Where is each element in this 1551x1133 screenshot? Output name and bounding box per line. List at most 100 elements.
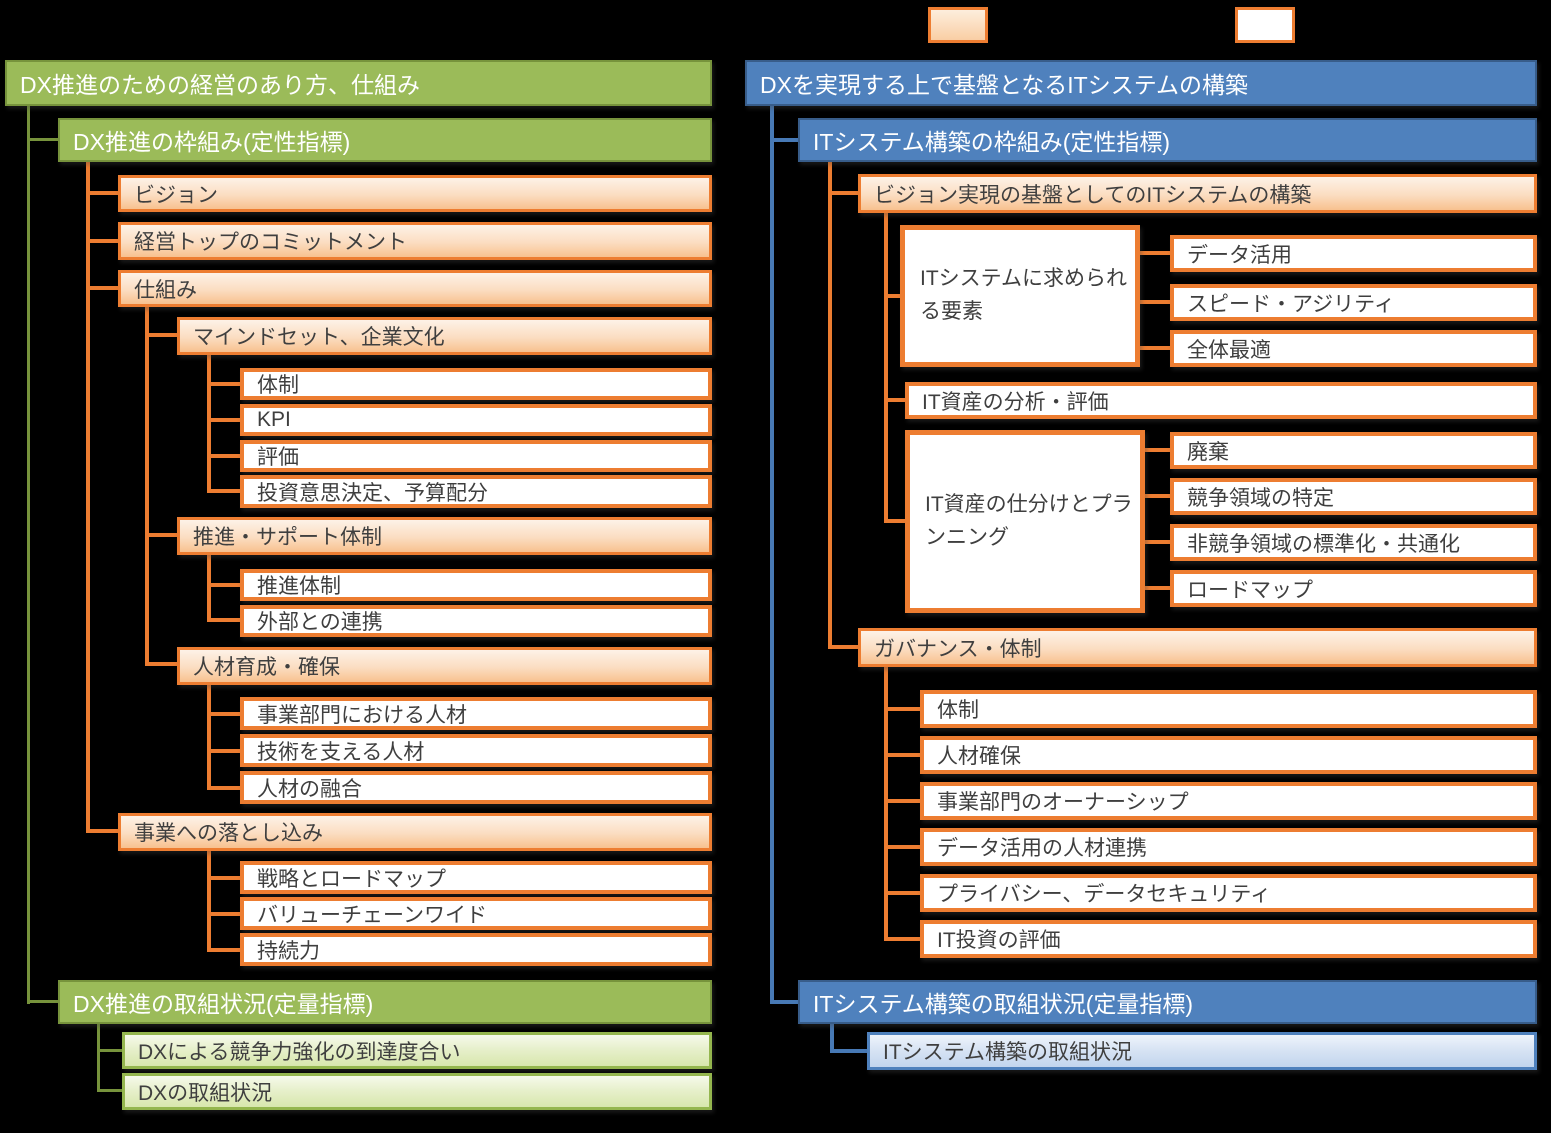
tree-node: ロードマップ	[1170, 570, 1537, 607]
connector-line	[1145, 494, 1170, 498]
left-tree-title: DX推進のための経営のあり方、仕組み	[5, 60, 712, 106]
connector-line	[86, 286, 118, 290]
tree-node: データ活用	[1170, 235, 1537, 272]
connector-line	[770, 106, 774, 1004]
connector-line	[207, 618, 240, 622]
tree-node: IT資産の分析・評価	[905, 382, 1537, 419]
connector-line	[86, 162, 90, 833]
tree-node: KPI	[240, 404, 712, 436]
tree-node: プライバシー、データセキュリティ	[920, 874, 1537, 912]
right-qualitative-header: ITシステム構築の枠組み(定性指標)	[798, 118, 1537, 162]
tree-node: DXによる競争力強化の到達度合い	[122, 1032, 712, 1069]
connector-line	[884, 891, 920, 895]
connector-line	[884, 213, 888, 522]
tree-node: ITシステム構築の取組状況	[867, 1032, 1537, 1070]
connector-line	[207, 555, 211, 620]
tree-node: 仕組み	[118, 270, 712, 307]
connector-line	[145, 662, 177, 666]
connector-line	[97, 1024, 100, 1092]
connector-line	[770, 138, 798, 142]
connector-line	[828, 191, 858, 195]
connector-line	[884, 799, 920, 803]
tree-node: 推進体制	[240, 569, 712, 601]
connector-line	[884, 667, 888, 940]
tree-node: 人材の融合	[240, 771, 712, 804]
connector-line	[207, 851, 211, 949]
connector-line	[97, 1049, 122, 1052]
connector-line	[1140, 251, 1170, 255]
connector-line	[86, 829, 118, 833]
tree-node: 事業部門のオーナーシップ	[920, 782, 1537, 820]
tree-node: 事業部門における人材	[240, 697, 712, 730]
tree-node: 体制	[240, 368, 712, 400]
connector-line	[27, 138, 58, 141]
tree-node: 廃棄	[1170, 432, 1537, 469]
tree-node: 事業への落とし込み	[118, 813, 712, 851]
connector-line	[207, 876, 240, 880]
tree-node: 投資意思決定、予算配分	[240, 475, 712, 508]
connector-line	[1140, 300, 1170, 304]
tree-node: 推進・サポート体制	[177, 517, 712, 555]
connector-line	[884, 937, 920, 941]
tree-node: IT投資の評価	[920, 920, 1537, 958]
connector-line	[884, 519, 905, 523]
connector-line	[207, 712, 240, 716]
connector-line	[884, 707, 920, 711]
connector-line	[207, 685, 211, 787]
tree-node: 戦略とロードマップ	[240, 861, 712, 894]
tree-node: 競争領域の特定	[1170, 478, 1537, 515]
connector-line	[207, 489, 240, 493]
connector-line	[884, 294, 900, 298]
connector-line	[884, 753, 920, 757]
connector-line	[1140, 346, 1170, 350]
connector-line	[207, 454, 240, 458]
connector-line	[207, 355, 211, 492]
connector-line	[207, 786, 240, 790]
tree-node: 外部との連携	[240, 605, 712, 637]
connector-line	[1145, 586, 1170, 590]
left-quantitative-header: DX推進の取組状況(定量指標)	[58, 980, 712, 1024]
connector-line	[1145, 540, 1170, 544]
left-qualitative-header: DX推進の枠組み(定性指標)	[58, 118, 712, 162]
connector-line	[207, 948, 240, 952]
tree-node: 評価	[240, 440, 712, 472]
connector-line	[830, 1049, 867, 1053]
tree-node: IT資産の仕分けとプランニング	[905, 430, 1145, 613]
connector-line	[86, 239, 118, 243]
tree-node: バリューチェーンワイド	[240, 897, 712, 930]
legend-outline-swatch	[1235, 7, 1295, 43]
connector-line	[770, 1000, 798, 1004]
tree-node: 技術を支える人材	[240, 734, 712, 767]
connector-line	[97, 1089, 122, 1092]
connector-line	[27, 1000, 58, 1003]
tree-node: ビジョン	[118, 175, 712, 212]
tree-node: DXの取組状況	[122, 1073, 712, 1110]
legend-filled-swatch	[928, 7, 988, 43]
tree-node: 体制	[920, 690, 1537, 728]
tree-node: 経営トップのコミットメント	[118, 222, 712, 260]
tree-node: マインドセット、企業文化	[177, 317, 712, 355]
tree-node: スピード・アジリティ	[1170, 284, 1537, 321]
tree-node: 人材確保	[920, 736, 1537, 774]
connector-line	[145, 333, 177, 337]
tree-node: データ活用の人材連携	[920, 828, 1537, 866]
connector-line	[145, 533, 177, 537]
tree-node: ITシステムに求められる要素	[900, 225, 1140, 367]
connector-line	[145, 307, 149, 666]
connector-line	[207, 912, 240, 916]
connector-line	[830, 1024, 834, 1052]
connector-line	[828, 645, 858, 649]
connector-line	[828, 162, 832, 648]
connector-line	[86, 191, 118, 195]
tree-node: 非競争領域の標準化・共通化	[1170, 524, 1537, 561]
tree-node: ビジョン実現の基盤としてのITシステムの構築	[858, 174, 1537, 213]
connector-line	[884, 398, 905, 402]
connector-line	[207, 418, 240, 422]
connector-line	[207, 749, 240, 753]
tree-node: 持続力	[240, 933, 712, 966]
connector-line	[207, 382, 240, 386]
connector-line	[1145, 448, 1170, 452]
tree-node: ガバナンス・体制	[858, 628, 1537, 667]
right-quantitative-header: ITシステム構築の取組状況(定量指標)	[798, 980, 1537, 1024]
